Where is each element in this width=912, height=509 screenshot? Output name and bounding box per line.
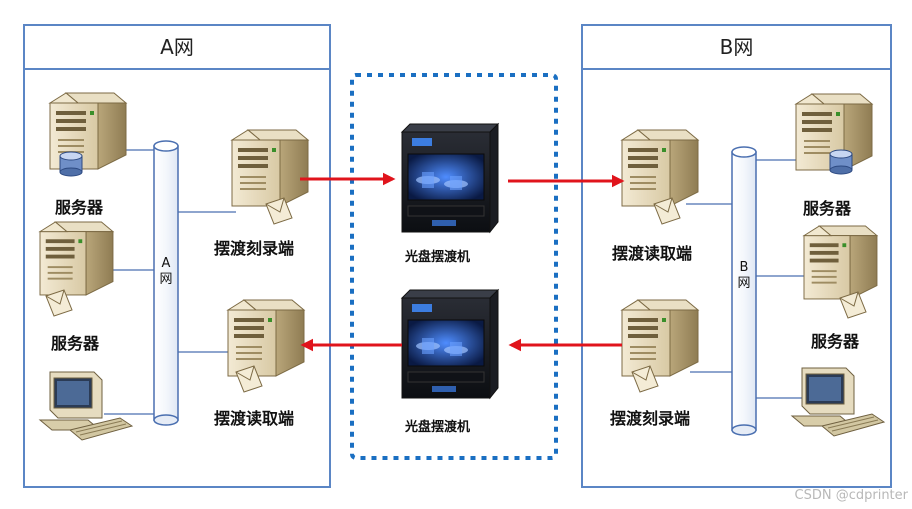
- reader-terminal-label: 摆渡读取端: [612, 244, 693, 263]
- panel-a-title: A网: [160, 35, 194, 59]
- server-label: 服务器: [51, 334, 100, 353]
- server-icon: [227, 299, 305, 377]
- server-icon: [231, 129, 309, 207]
- disc-ferry-machine-icon: [401, 289, 499, 399]
- reader-terminal-label: 摆渡读取端: [214, 409, 295, 428]
- bus-label-letter: A: [161, 256, 171, 271]
- watermark: CSDN @cdprinter: [794, 488, 908, 503]
- database-icon: [59, 151, 83, 177]
- server-icon: [39, 221, 114, 296]
- bus-label-char: 网: [159, 272, 173, 287]
- data-flow-arrows: [300, 172, 625, 352]
- panel-a-border: [23, 24, 331, 488]
- panel-b-title: B网: [719, 35, 754, 59]
- burner-terminal-label: 摆渡刻录端: [214, 239, 295, 258]
- database-icon: [829, 149, 853, 175]
- ferry-machine-label: 光盘摆渡机: [405, 420, 471, 435]
- ferry-zone-border: [350, 73, 558, 460]
- network-b-bus: [731, 146, 757, 436]
- disc-ferry-machine-icon: [401, 123, 499, 233]
- server-icon: [803, 225, 878, 300]
- server-icon: [621, 299, 699, 377]
- bus-label-letter: B: [739, 260, 749, 275]
- server-label: 服务器: [803, 199, 852, 218]
- network-a-bus-label: A 网: [156, 256, 176, 288]
- server-label: 服务器: [55, 198, 104, 217]
- ferry-machine-label: 光盘摆渡机: [405, 250, 471, 265]
- burner-terminal-label: 摆渡刻录端: [610, 409, 691, 428]
- desktop-pc-icon: [791, 367, 885, 437]
- server-label: 服务器: [811, 332, 860, 351]
- desktop-pc-icon: [39, 371, 133, 441]
- network-b-bus-label: B 网: [734, 260, 754, 292]
- network-b-links: [686, 159, 816, 399]
- network-a-bus: [153, 140, 179, 426]
- panel-b-border: [581, 24, 892, 488]
- server-icon: [621, 129, 699, 207]
- bus-label-char: 网: [737, 276, 751, 291]
